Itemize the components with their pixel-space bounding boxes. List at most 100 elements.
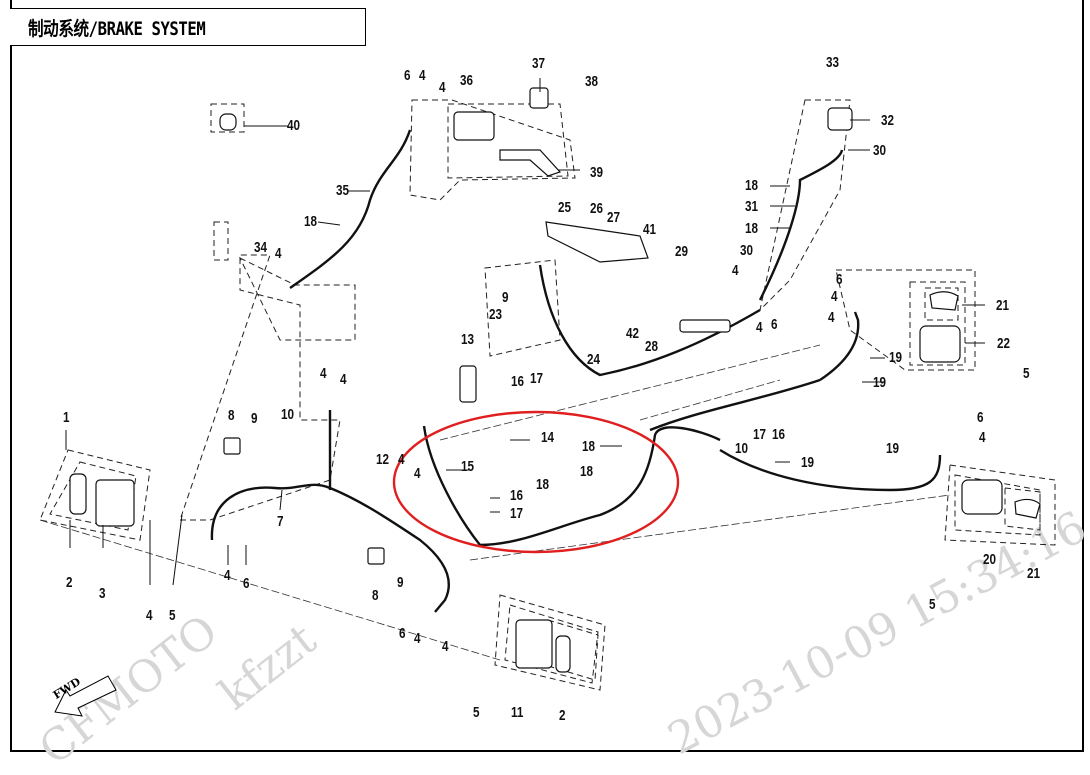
brake-pad-rear-left <box>1014 498 1041 519</box>
front-left-caliper-outer-box <box>39 449 151 541</box>
front-right-caliper-box <box>494 594 606 691</box>
callout-19: 19 <box>886 440 900 457</box>
callout-18: 18 <box>582 438 596 455</box>
callout-33: 33 <box>826 54 840 71</box>
callout-19: 19 <box>889 349 903 366</box>
callout-6: 6 <box>977 409 984 426</box>
leader-lines <box>65 78 985 586</box>
caliper-rear-right <box>919 325 961 363</box>
callout-34: 34 <box>254 239 268 256</box>
callout-38: 38 <box>585 73 599 90</box>
callout-36: 36 <box>460 72 474 89</box>
hose-rear-right <box>819 311 860 381</box>
callout-23: 23 <box>489 306 503 323</box>
callout-4: 4 <box>756 319 763 336</box>
assembly-group-outlines <box>39 99 1056 691</box>
callout-17: 17 <box>530 370 544 387</box>
callout-21: 21 <box>996 297 1010 314</box>
master-cylinder-reservoir <box>453 111 495 141</box>
item-40-box <box>210 103 245 133</box>
callout-19: 19 <box>873 374 887 391</box>
callout-32: 32 <box>881 112 895 129</box>
callout-27: 27 <box>607 209 621 226</box>
fwd-arrow-icon <box>54 675 117 717</box>
callout-2: 2 <box>559 707 566 724</box>
callout-42: 42 <box>626 325 640 342</box>
callout-4: 4 <box>224 567 231 584</box>
item-40-part <box>219 113 237 131</box>
callout-28: 28 <box>645 338 659 355</box>
callout-13: 13 <box>461 331 475 348</box>
callout-30: 30 <box>740 242 754 259</box>
callout-8: 8 <box>372 587 379 604</box>
callout-17: 17 <box>510 505 524 522</box>
callout-19: 19 <box>801 454 815 471</box>
callout-14: 14 <box>541 429 555 446</box>
callout-2: 2 <box>66 574 73 591</box>
brake-lever <box>499 149 562 177</box>
drawing-frame <box>10 0 1084 752</box>
hose-15 <box>422 425 721 547</box>
rear-master-cylinder <box>679 319 731 333</box>
hose-rear-left <box>719 448 942 492</box>
callout-17: 17 <box>753 426 767 443</box>
callout-7: 7 <box>277 513 284 530</box>
caliper-front-right <box>515 619 553 669</box>
callout-16: 16 <box>772 426 786 443</box>
master-cylinder-box <box>409 99 576 201</box>
caliper-front-left <box>95 479 135 527</box>
callout-26: 26 <box>590 200 604 217</box>
callout-39: 39 <box>590 164 604 181</box>
bracket-8-upper <box>223 437 241 455</box>
brake-pad-rear-right <box>929 291 959 311</box>
component-shapes <box>69 87 1041 673</box>
callout-21: 21 <box>1027 565 1041 582</box>
callout-4: 4 <box>439 79 446 96</box>
callout-25: 25 <box>558 199 572 216</box>
callout-35: 35 <box>336 182 350 199</box>
reference-lines <box>39 344 951 661</box>
callout-41: 41 <box>643 221 657 238</box>
hose-31 <box>758 149 844 301</box>
callout-6: 6 <box>836 271 843 288</box>
callout-18: 18 <box>580 463 594 480</box>
caliper-rear-left <box>961 479 1003 515</box>
callout-9: 9 <box>251 410 258 427</box>
callout-6: 6 <box>399 625 406 642</box>
front-left-line-box <box>179 254 341 521</box>
callout-5: 5 <box>169 607 176 624</box>
brake-hoses <box>210 129 942 613</box>
callout-4: 4 <box>275 245 282 262</box>
title-box <box>10 8 366 46</box>
callout-4: 4 <box>320 365 327 382</box>
brake-pad-front-right <box>555 635 571 673</box>
callout-18: 18 <box>745 220 759 237</box>
callout-31: 31 <box>745 198 759 215</box>
highlight-ellipse <box>392 410 680 554</box>
callout-16: 16 <box>510 487 524 504</box>
hose-7 <box>210 483 450 613</box>
brake-pad-front-left <box>69 473 87 515</box>
callout-4: 4 <box>828 309 835 326</box>
callout-5: 5 <box>929 596 936 613</box>
callout-5: 5 <box>473 704 480 721</box>
callout-20: 20 <box>983 551 997 568</box>
callout-18: 18 <box>745 177 759 194</box>
callout-30: 30 <box>873 142 887 159</box>
callout-8: 8 <box>228 407 235 424</box>
callout-4: 4 <box>979 429 986 446</box>
callout-5: 5 <box>1023 365 1030 382</box>
callout-24: 24 <box>587 351 601 368</box>
rear-right-caliper-box <box>835 269 976 371</box>
callout-12: 12 <box>376 451 390 468</box>
hose-35 <box>289 129 412 289</box>
callout-4: 4 <box>732 262 739 279</box>
rear-reservoir <box>827 107 853 131</box>
callout-18: 18 <box>536 476 550 493</box>
callout-40: 40 <box>287 117 301 134</box>
callout-4: 4 <box>831 288 838 305</box>
callout-9: 9 <box>397 574 404 591</box>
brake-valve-13 <box>459 365 477 403</box>
callout-4: 4 <box>442 638 449 655</box>
